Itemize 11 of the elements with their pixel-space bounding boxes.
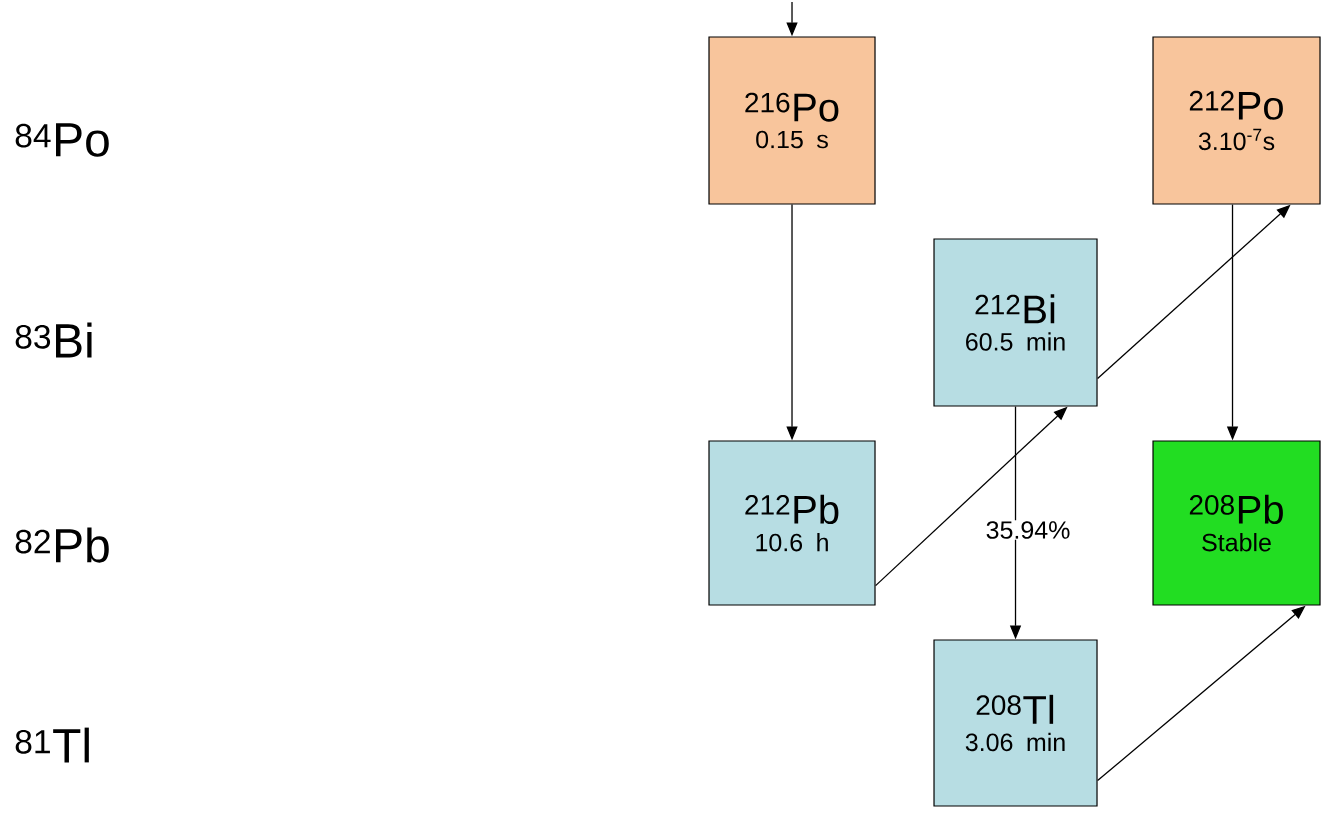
nuclide-box: $^{212}$Pb 10.6 h [708,440,876,606]
element-label: $^{82}$Pb [15,527,109,563]
nuclide-box: $^{212}$Bi 60.5 min [933,238,1098,407]
element-label: $^{81}$Tl [15,727,89,763]
nuclide-box: $^{212}$Po 3.10$^{-7}$s [1152,36,1321,205]
element-label: $^{83}$Bi [15,322,92,358]
nuclide-box: $^{216}$Po 0.15 s [708,36,876,205]
nuclide-box: $^{208}$Pb Stable [1152,440,1321,606]
edge-label: 35.94% [984,520,1072,540]
nuclide-box: $^{208}$Tl 3.06 min [933,639,1098,807]
element-label: $^{84}$Po [15,123,109,157]
